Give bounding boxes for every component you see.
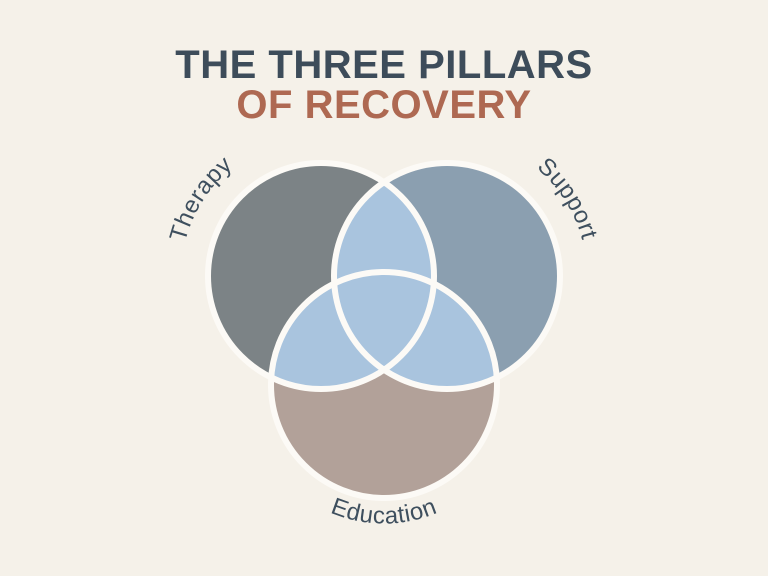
education-outline	[268, 269, 500, 501]
page-title: THE THREE PILLARS OF RECOVERY	[0, 45, 768, 125]
support-outline	[331, 160, 563, 392]
title-line-primary: THE THREE PILLARS	[175, 43, 593, 87]
therapy-outline	[205, 160, 437, 392]
title-line-accent: OF RECOVERY	[236, 83, 532, 127]
circle-outlines	[205, 160, 563, 501]
